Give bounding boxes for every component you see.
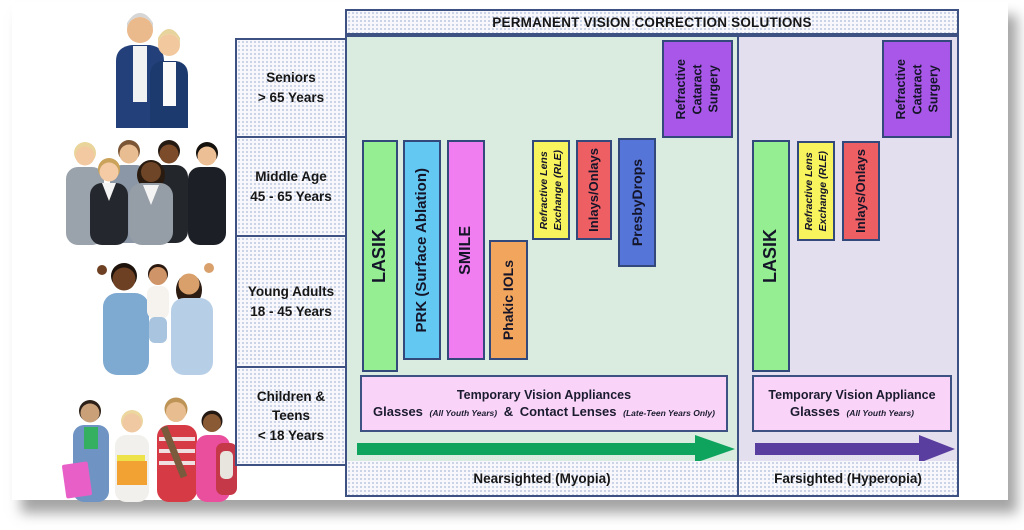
myopia-section-label: Nearsighted (Myopia)	[347, 461, 739, 495]
age-row-young-adults: Young Adults 18 - 45 Years	[237, 237, 345, 368]
chart-title: PERMANENT VISION CORRECTION SOLUTIONS	[492, 14, 812, 30]
chart-frame: LASIK PRK (Surface Ablation) SMILE Phaki…	[345, 35, 959, 497]
slide-card: PERMANENT VISION CORRECTION SOLUTIONS Se…	[12, 2, 1008, 502]
glasses-note: (All Youth Years)	[846, 408, 915, 418]
senior-couple-illustration	[116, 13, 188, 128]
bar-cataract-surgery-hyperopia-label: Refractive Cataract Surgery	[893, 58, 941, 120]
bar-inlays-onlays-hyperopia: Inlays/Onlays	[842, 141, 880, 241]
temporary-appliances-items-myopia: Glasses (All Youth Years) & Contact Lens…	[373, 404, 715, 419]
myopia-age-arrow	[357, 435, 735, 463]
bar-cataract-surgery-hyperopia: Refractive Cataract Surgery	[882, 40, 952, 138]
bar-inlays-onlays-myopia: Inlays/Onlays	[576, 140, 612, 240]
hyperopia-section-label: Farsighted (Hyperopia)	[739, 461, 957, 495]
bar-lasik-hyperopia: LASIK	[752, 140, 790, 372]
bar-lasik-myopia: LASIK	[362, 140, 398, 372]
bar-lasik-hyperopia-label: LASIK	[760, 229, 781, 283]
chart-title-box: PERMANENT VISION CORRECTION SOLUTIONS	[345, 9, 959, 35]
bar-prk-myopia-label: PRK (Surface Ablation)	[413, 167, 431, 333]
hyperopia-age-arrow	[755, 435, 955, 463]
bar-rle-hyperopia-label: Refractive Lens Exchange (RLE)	[802, 150, 829, 232]
bar-rle-myopia-label: Refractive Lens Exchange (RLE)	[537, 149, 564, 231]
temporary-appliances-box-myopia: Temporary Vision Appliances Glasses (All…	[360, 375, 728, 432]
age-row-middle-age: Middle Age 45 - 65 Years	[237, 138, 345, 237]
glasses-label: Glasses	[373, 404, 423, 419]
bar-rle-hyperopia: Refractive Lens Exchange (RLE)	[797, 141, 835, 241]
bar-rle-myopia: Refractive Lens Exchange (RLE)	[532, 140, 570, 240]
temporary-appliance-items-hyperopia: Glasses (All Youth Years)	[790, 404, 914, 419]
bar-inlays-onlays-hyperopia-label: Inlays/Onlays	[853, 149, 869, 233]
glasses-note: (All Youth Years)	[429, 408, 498, 418]
bar-smile-myopia: SMILE	[447, 140, 485, 360]
bar-lasik-myopia-label: LASIK	[369, 229, 390, 283]
age-row-children-teens: Children & Teens < 18 Years	[237, 368, 345, 464]
middle-age-group-photo	[57, 135, 230, 245]
bar-presbydrops-myopia-label: PresbyDrops	[628, 158, 645, 247]
young-family-photo	[95, 250, 215, 375]
section-label-row: Nearsighted (Myopia) Farsighted (Hyperop…	[347, 461, 957, 495]
senior-couple-photo	[100, 5, 200, 128]
teen-students-photo	[60, 385, 237, 502]
bar-cataract-surgery-myopia-label: Refractive Cataract Surgery	[674, 58, 721, 120]
right-arrow-icon	[755, 435, 955, 463]
bar-phakic-iols-myopia: Phakic IOLs	[489, 240, 528, 360]
teen-students-illustration	[62, 397, 237, 502]
contact-lenses-label: Contact Lenses	[519, 404, 617, 419]
temporary-appliance-box-hyperopia: Temporary Vision Appliance Glasses (All …	[752, 375, 952, 432]
bar-inlays-onlays-myopia-label: Inlays/Onlays	[586, 148, 602, 232]
right-arrow-icon	[357, 435, 735, 463]
glasses-label: Glasses	[789, 404, 840, 419]
young-family-illustration	[97, 263, 214, 375]
bar-phakic-iols-myopia-label: Phakic IOLs	[500, 259, 517, 341]
bar-cataract-surgery-myopia: Refractive Cataract Surgery	[662, 40, 733, 138]
temporary-appliance-title-hyperopia: Temporary Vision Appliance	[768, 388, 936, 402]
bar-presbydrops-myopia: PresbyDrops	[618, 138, 656, 267]
age-group-column: Seniors > 65 Years Middle Age 45 - 65 Ye…	[235, 38, 347, 466]
temporary-appliances-title-myopia: Temporary Vision Appliances	[456, 388, 632, 402]
bar-smile-myopia-label: SMILE	[456, 225, 474, 275]
joiner-ampersand: &	[503, 404, 514, 419]
contact-lenses-note: (Late-Teen Years Only)	[623, 408, 715, 418]
age-row-seniors: Seniors > 65 Years	[237, 40, 345, 138]
middle-age-group-illustration	[66, 140, 226, 245]
bar-prk-myopia: PRK (Surface Ablation)	[403, 140, 441, 360]
